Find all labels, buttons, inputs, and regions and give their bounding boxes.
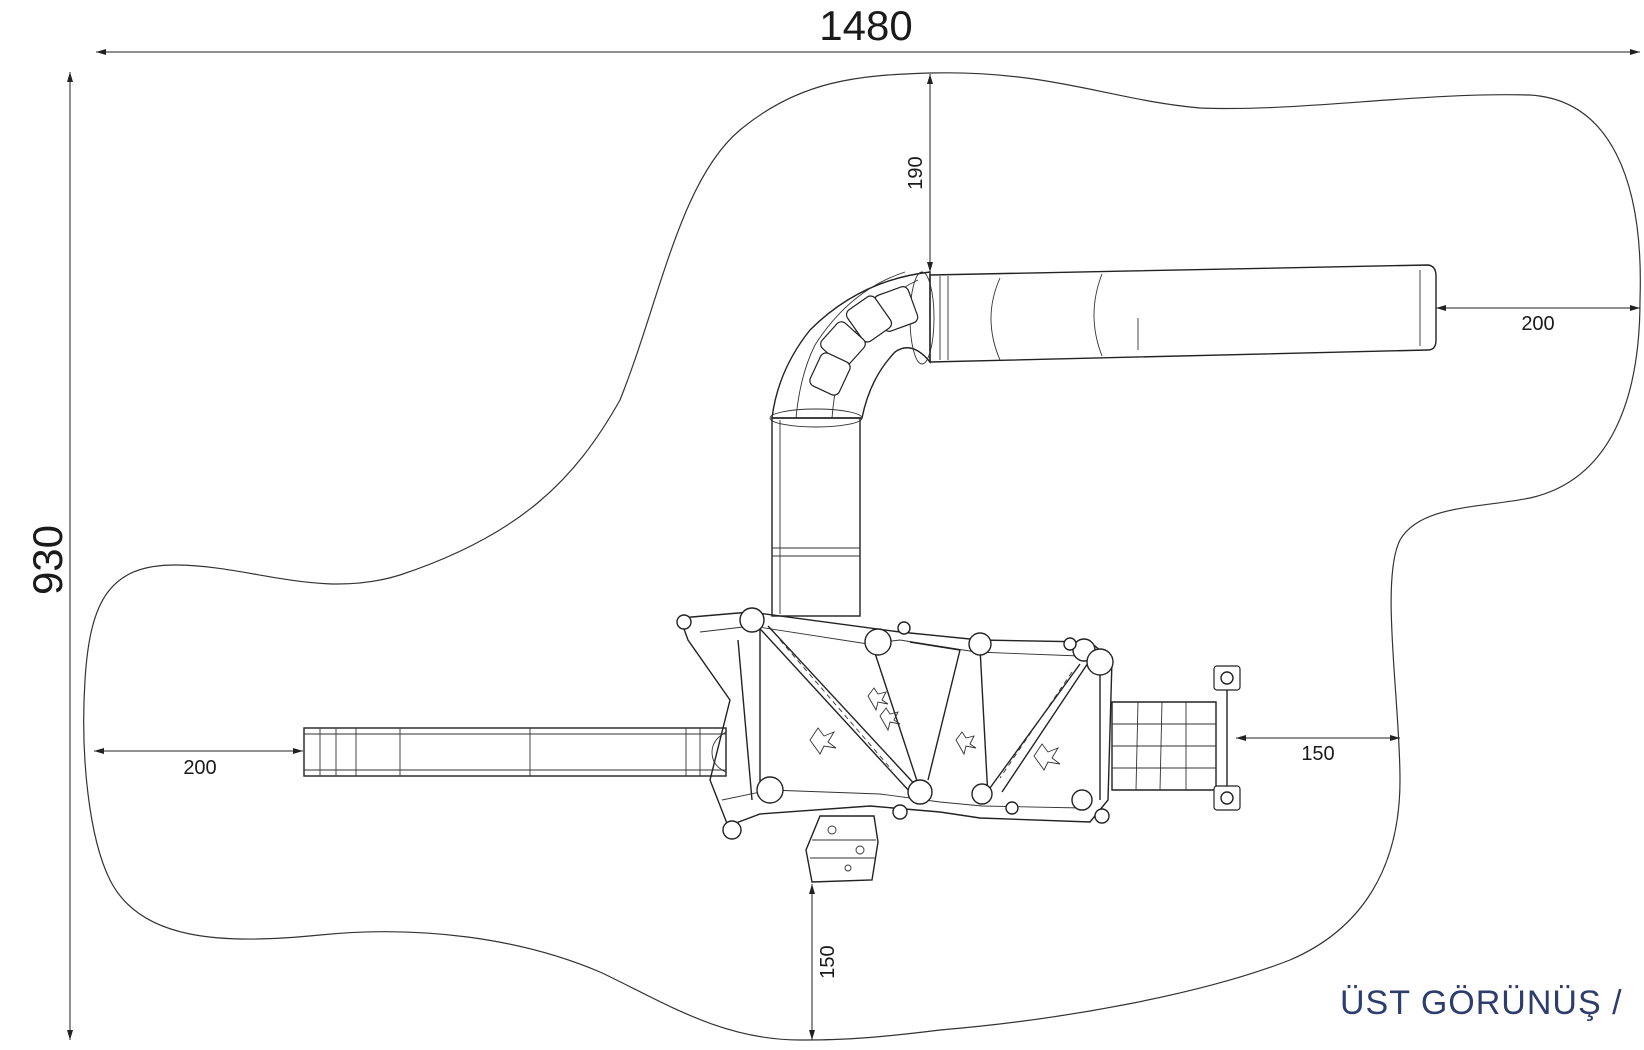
view-title: ÜST GÖRÜNÜŞ / [1340,984,1623,1022]
tube-slide-horizontal [929,264,1437,363]
open-slide-left [303,727,727,777]
tube-slide-vertical [771,417,861,617]
top-clearance-label: 190 [905,156,927,189]
left-clearance-label: 200 [183,757,216,779]
right-clearance-label: 200 [1521,313,1554,335]
net-clearance-label: 150 [1301,743,1334,765]
height-dimension-label: 930 [24,525,71,595]
cargo-net [1111,665,1241,811]
entrance-step [805,815,879,883]
safety-zone-outline [83,72,1641,1041]
climbing-frame [676,607,1114,840]
bottom-clearance-label: 150 [817,945,839,978]
width-dimension-label: 1480 [819,2,912,49]
tube-slide-elbow [769,271,935,428]
